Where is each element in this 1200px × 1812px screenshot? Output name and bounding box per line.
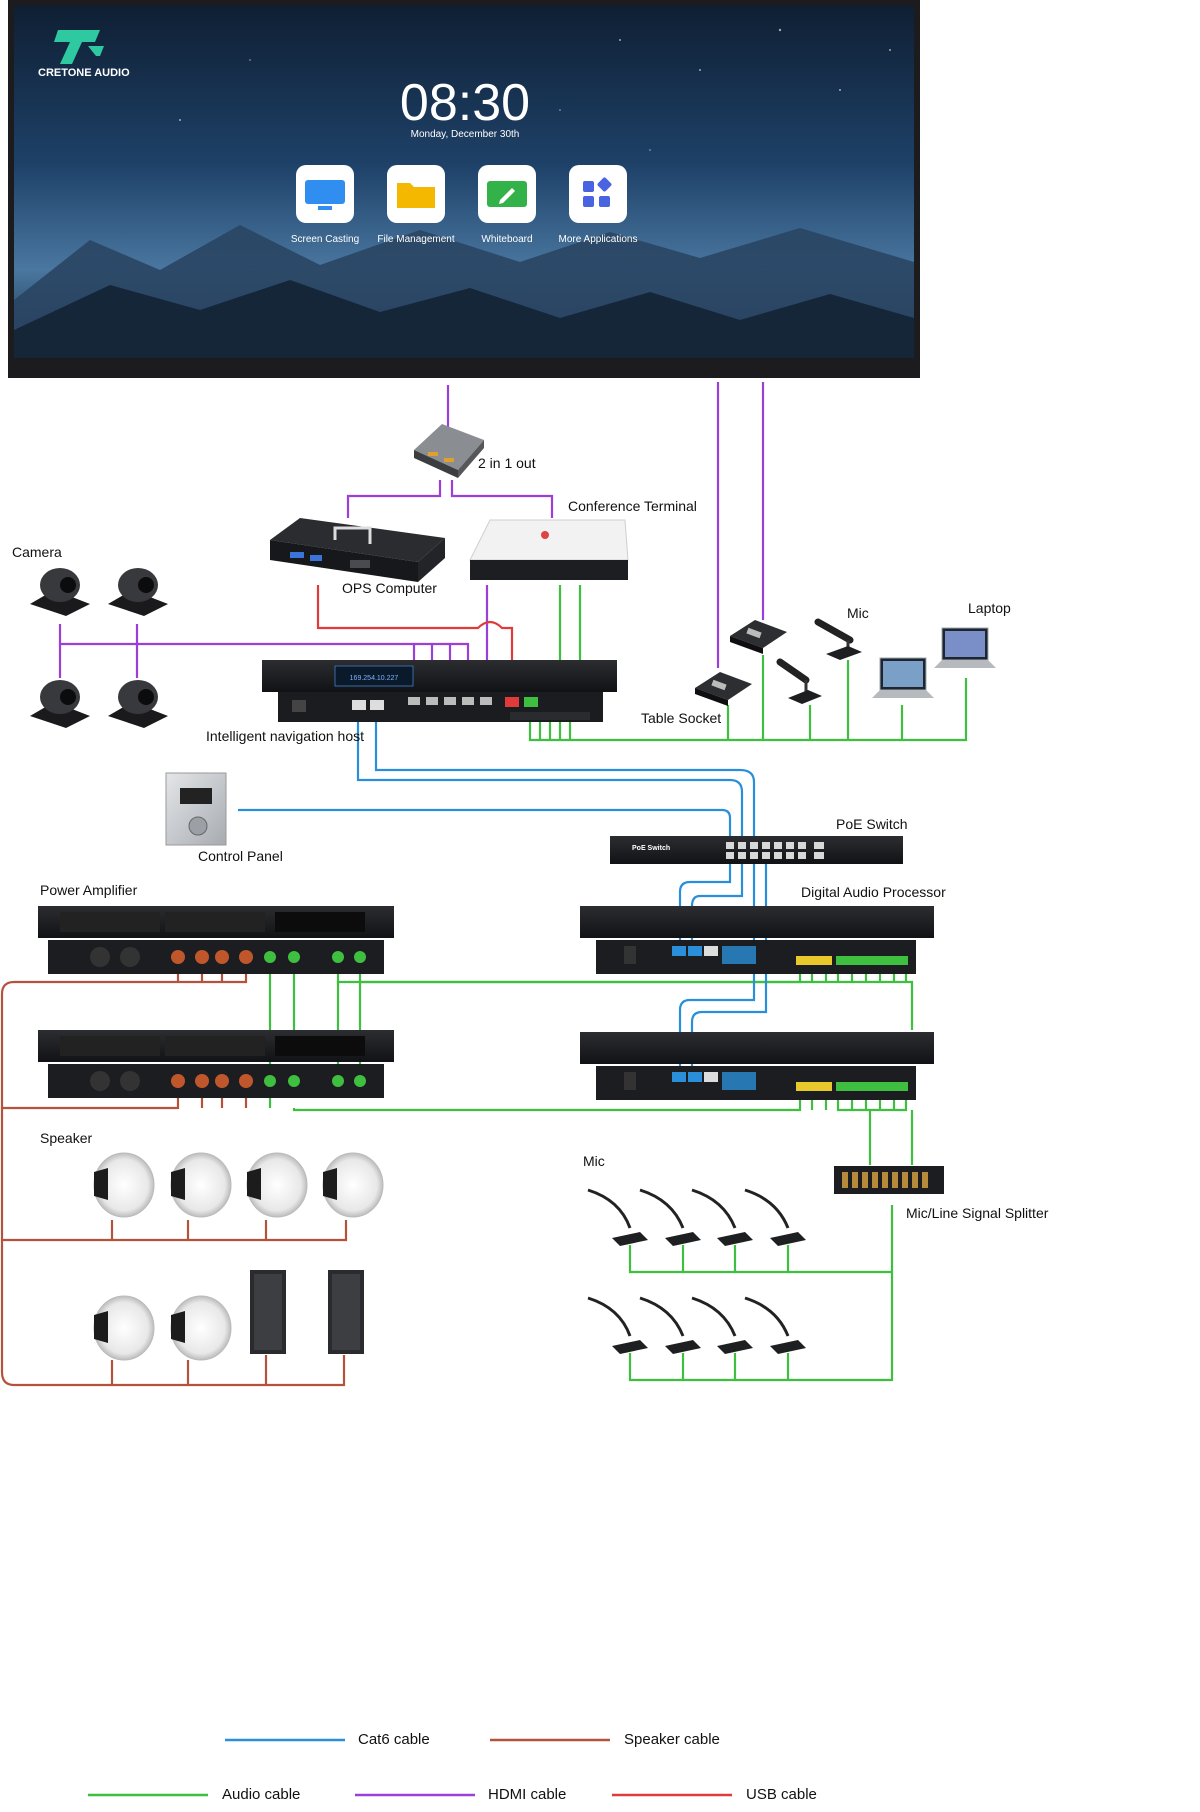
label-ops-computer: OPS Computer [342,580,437,596]
ceiling-speaker [246,1152,308,1218]
label-control-panel: Control Panel [198,848,283,864]
ptz-camera [108,568,168,616]
stars-decoration [179,28,891,151]
audio-cables [268,585,968,1382]
mountains-front [14,280,914,358]
desk-mic [776,658,822,704]
host-ip-display: 169.254.10.227 [350,675,399,682]
brand-name: CRETONE AUDIO [38,67,130,79]
clock-date: Monday, December 30th [411,129,520,140]
app-label: Screen Casting [291,234,359,245]
conference-mic [691,1188,753,1246]
legend-label-speaker: Speaker cable [624,1731,720,1748]
label-camera: Camera [12,544,62,560]
digital-audio-processor [580,1032,934,1100]
conference-mic [691,1296,753,1354]
ceiling-speaker [170,1152,232,1218]
legend-label-cat6: Cat6 cable [358,1731,430,1748]
monitor-icon [305,180,345,210]
mic-line-signal-splitter [834,1166,944,1194]
conference-mic [744,1188,806,1246]
ceiling-speaker [93,1152,155,1218]
conference-terminal [469,519,629,580]
app-whiteboard[interactable]: Whiteboard [478,165,536,245]
poe-switch-panel-label: PoE Switch [632,845,670,852]
ptz-camera [108,680,168,728]
clock-time: 08:30 [400,74,530,132]
brand-logo [54,30,104,64]
legend-label-audio: Audio cable [222,1786,301,1803]
legend-label-hdmi: HDMI cable [488,1786,567,1803]
label-splitter: Mic/Line Signal Splitter [906,1205,1049,1221]
conference-mic [639,1296,701,1354]
app-more-applications[interactable]: More Applications [559,165,638,245]
cat6-cables [238,705,768,1085]
app-file-management[interactable]: File Management [377,165,455,245]
ptz-camera [30,568,90,616]
label-poe-switch: PoE Switch [836,816,908,832]
label-conference-terminal: Conference Terminal [568,498,697,514]
intelligent-navigation-host: 169.254.10.227 [262,660,617,722]
pencil-board-icon [487,181,527,207]
label-mic-top: Mic [847,605,869,621]
label-2in1-switch: 2 in 1 out [478,455,536,471]
control-panel [165,772,227,846]
conference-mic [744,1296,806,1354]
conference-mic [639,1188,701,1246]
power-amplifier [38,1030,394,1098]
label-digital-audio-processor: Digital Audio Processor [801,884,946,900]
apps-grid-icon [583,177,612,207]
label-power-amplifier: Power Amplifier [40,882,138,898]
legend-label-usb: USB cable [746,1786,817,1803]
ops-computer [270,518,445,582]
ptz-camera [30,680,90,728]
folder-icon [397,183,435,208]
table-socket [730,620,787,654]
label-speaker: Speaker [40,1130,93,1146]
app-label: File Management [377,234,454,245]
legend-swatches [88,1738,732,1797]
ceiling-speaker [170,1295,232,1361]
desk-mic [814,618,862,660]
label-nav-host: Intelligent navigation host [206,728,364,744]
power-amplifier [38,906,394,974]
column-speaker [250,1270,286,1354]
hdmi-switch-2in1 [414,424,484,478]
usb-cables [316,585,514,698]
table-socket [695,672,752,706]
label-table-socket: Table Socket [641,710,722,726]
app-screen-casting[interactable]: Screen Casting [291,165,359,245]
interactive-display: CRETONE AUDIO 08:30 Monday, December 30t… [8,0,920,378]
cables [0,382,968,1387]
ceiling-speaker [93,1295,155,1361]
app-label: Whiteboard [481,234,532,245]
column-speaker [328,1270,364,1354]
label-mic-bottom: Mic [583,1153,605,1169]
ceiling-speaker [322,1152,384,1218]
poe-switch: PoE Switch [610,836,903,864]
laptop [934,627,996,668]
label-laptop: Laptop [968,600,1011,616]
conference-mic [587,1296,648,1354]
digital-audio-processor [580,906,934,974]
app-label: More Applications [559,234,638,245]
laptop [872,657,934,698]
conference-mic [587,1188,648,1246]
